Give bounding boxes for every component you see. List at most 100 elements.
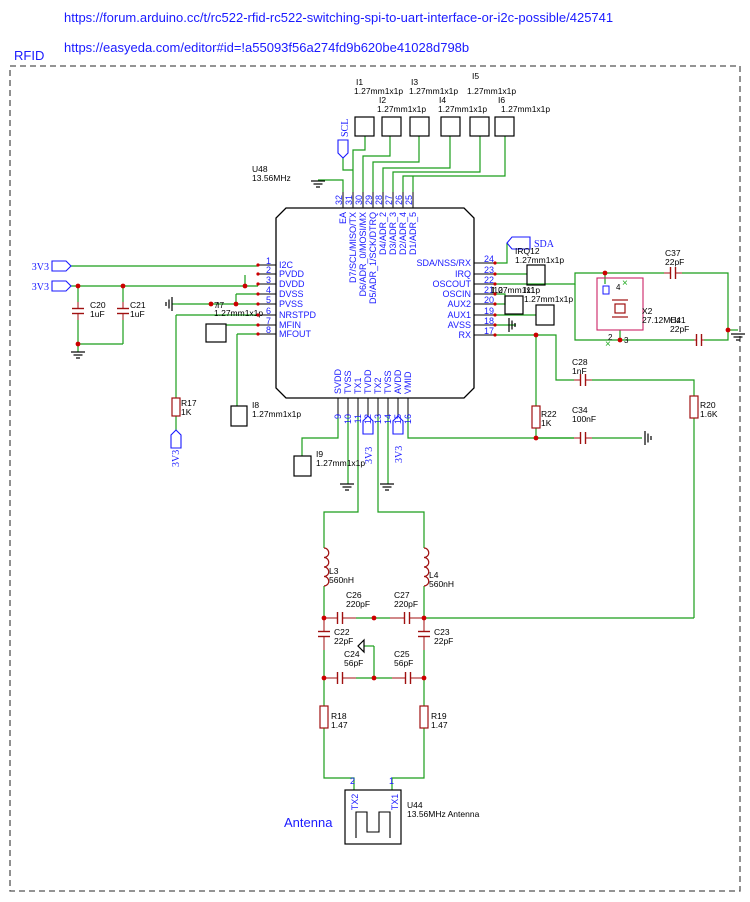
header-ref: I7 — [217, 300, 224, 310]
cap-ref: C24 — [344, 649, 360, 659]
junction-dot — [321, 675, 327, 681]
header-i7 — [205, 323, 227, 343]
pin-number: 27 — [384, 195, 394, 205]
wire — [372, 136, 420, 192]
pin-name: MFIN — [279, 320, 301, 330]
ind-ref: L4 — [429, 570, 439, 580]
pin-name: TVSS — [383, 370, 393, 394]
pin-name: AUX1 — [447, 310, 471, 320]
source-link-forum[interactable]: https://forum.arduino.cc/t/rc522-rfid-rc… — [64, 10, 614, 25]
res-ref: R22 — [541, 409, 557, 419]
pin-name: D3/ADR_3 — [388, 212, 398, 255]
header-ref: I4 — [439, 95, 446, 105]
net-label: 3V3 — [364, 447, 375, 464]
header-value: 1.27mm1x1p — [501, 104, 550, 114]
pin-number: 16 — [403, 414, 413, 424]
pin-number: 4 — [266, 285, 271, 295]
header-ref: I10 — [491, 285, 503, 295]
pin-name: AUX2 — [447, 299, 471, 309]
pin-name: OSCOUT — [432, 279, 471, 289]
pin-number: 6 — [266, 306, 271, 316]
pin-end — [493, 272, 497, 276]
header-ref: I9 — [316, 449, 323, 459]
pin-number: 21 — [484, 285, 494, 295]
antenna-pin-name: TX1 — [390, 794, 400, 811]
net-flag-scl — [337, 139, 349, 159]
pin-name: TX1 — [353, 377, 363, 394]
cap-ref: C23 — [434, 627, 450, 637]
pin-number: 2 — [266, 265, 271, 275]
pin-number: 11 — [353, 414, 363, 423]
pin-name: EA — [338, 212, 348, 224]
header-value: 1.27mm1x1p — [491, 285, 540, 295]
pin-name: D5/ADR_1/SCK/DTRQ — [368, 212, 378, 304]
pin-number: 8 — [266, 325, 271, 335]
pin-number: 29 — [364, 195, 374, 205]
header-value: 1.27mm1x1p — [252, 409, 301, 419]
wire — [362, 136, 391, 192]
cap-ref: C22 — [334, 627, 350, 637]
wire — [495, 293, 506, 305]
pin-number: 12 — [363, 414, 373, 424]
pin-name: SVDD — [333, 368, 343, 394]
header-i1 — [354, 116, 375, 137]
pin-end — [493, 323, 497, 327]
antenna-label: Antenna — [284, 815, 333, 830]
res-ref: R20 — [700, 400, 716, 410]
crystal-pin-mark — [602, 285, 610, 295]
cap-ref: C25 — [394, 649, 410, 659]
ind-value: 560nH — [429, 579, 454, 589]
pin-end — [493, 302, 497, 306]
crystal-value: 27.12MHz — [642, 315, 681, 325]
pin-name: DVSS — [279, 289, 304, 299]
junction-dot — [421, 675, 427, 681]
wire — [323, 416, 359, 548]
pin-name: PVSS — [279, 299, 303, 309]
header-ref: I3 — [411, 77, 418, 87]
junction-dot — [75, 341, 81, 347]
net-flag — [362, 415, 374, 435]
sheet-border — [9, 65, 741, 892]
pin-number: 13 — [373, 414, 383, 424]
crystal-x2 — [614, 303, 626, 314]
junction-dot — [602, 270, 608, 276]
header-i11 — [535, 304, 555, 326]
cap-value: 220pF — [394, 599, 418, 609]
net-label: 3V3 — [32, 262, 49, 273]
junction-dot — [321, 615, 327, 621]
resistor-r20 — [689, 395, 699, 419]
junction-dot — [75, 283, 81, 289]
pin-name: AVSS — [448, 320, 471, 330]
pin-name: D1/ADR_5 — [408, 212, 418, 255]
wire — [377, 416, 425, 548]
junction-dot — [208, 301, 214, 307]
net-label-scl: SCL — [340, 119, 351, 137]
pin-end — [256, 332, 260, 336]
header-ref: I6 — [498, 95, 505, 105]
cap-ref: C20 — [90, 300, 106, 310]
junction-dot — [371, 675, 377, 681]
res-ref: R19 — [431, 711, 447, 721]
pin-number: 4 — [616, 283, 621, 292]
cap-value: 1nF — [572, 366, 587, 376]
pin-end — [493, 282, 497, 286]
header-i3 — [409, 116, 430, 137]
junction-dot — [371, 615, 377, 621]
pin-name: OSCIN — [442, 289, 471, 299]
cap-ref: C28 — [572, 357, 588, 367]
source-link-easyeda[interactable]: https://easyeda.com/editor#id=!a55093f56… — [64, 40, 470, 55]
junction-dot — [421, 615, 427, 621]
header-value: 1.27mm1x1p — [354, 86, 403, 96]
pin-end — [256, 313, 260, 317]
header-ref: I5 — [472, 71, 479, 81]
crystal-ref: X2 — [642, 306, 653, 316]
pin-number: 23 — [484, 265, 494, 275]
antenna-ref: U44 — [407, 800, 423, 810]
pin-number: 20 — [484, 295, 494, 305]
pin-number: 5 — [266, 295, 271, 305]
net-flag — [170, 429, 182, 449]
wire — [495, 243, 508, 264]
crystal-box — [596, 277, 644, 331]
resistor-r17 — [171, 397, 181, 417]
antenna-pin-number: 2 — [350, 776, 355, 786]
